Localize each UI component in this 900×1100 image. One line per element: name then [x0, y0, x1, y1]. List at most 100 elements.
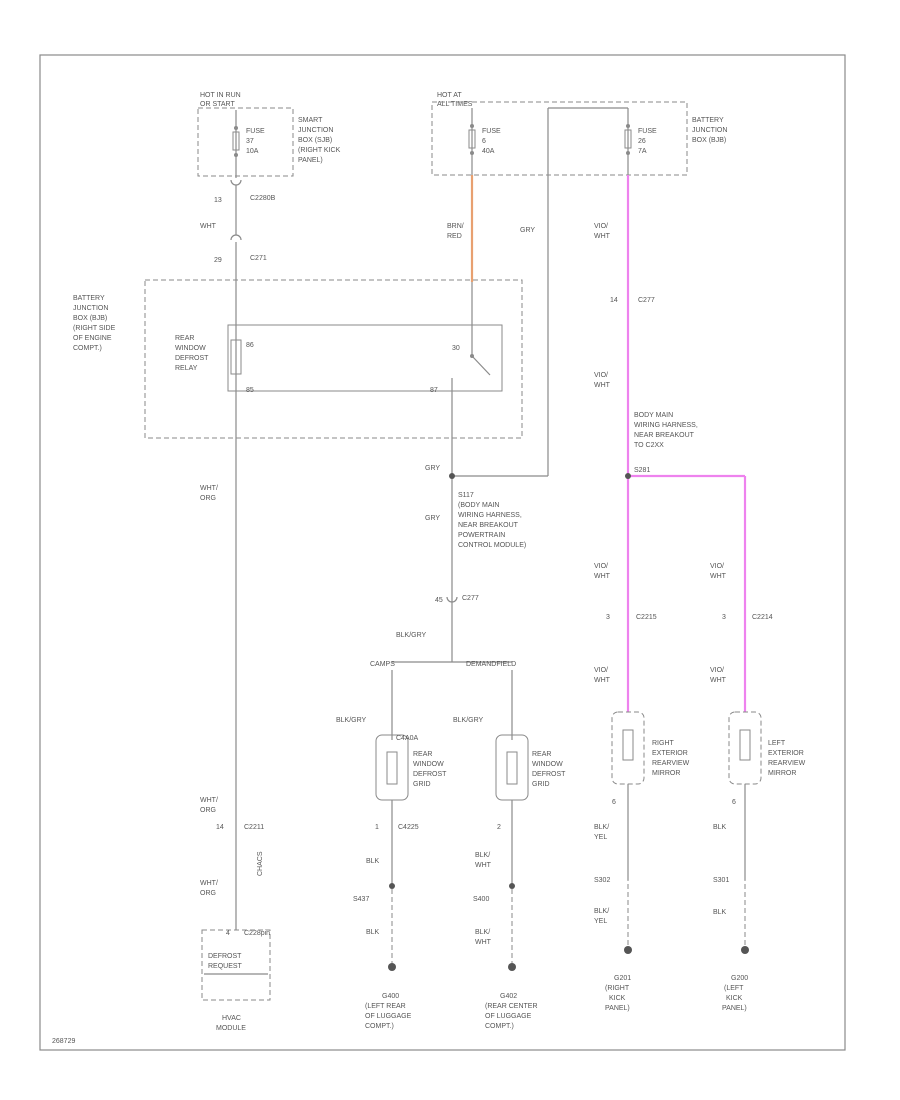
g3-splice: S302 [594, 877, 610, 884]
rmirror-name-3: REARVIEW [652, 760, 690, 767]
lmirror-name-1: LEFT [768, 740, 786, 747]
connector-c271: 29 C271 [214, 234, 267, 264]
grid2-name-4: GRID [532, 781, 550, 788]
c271-pin: 29 [214, 257, 222, 264]
lmirror-name-2: EXTERIOR [768, 750, 804, 757]
pin30: 30 [452, 345, 460, 352]
fuse26-label: FUSE [638, 128, 657, 135]
sjb-name-3: BOX (SJB) [298, 137, 332, 144]
c2214-pin: 3 [722, 614, 726, 621]
c2215-pin: 3 [606, 614, 610, 621]
sjb-name-1: SMART [298, 117, 323, 124]
g3-desc-1: (RIGHT [605, 985, 630, 992]
pin85: 85 [246, 387, 254, 394]
s117-5: POWERTRAIN [458, 532, 505, 539]
g2-desc-3: COMPT.) [485, 1023, 514, 1030]
c271-id: C271 [250, 255, 267, 262]
c4225-id: C4225 [398, 824, 419, 831]
relay-box-name-3: BOX (BJB) [73, 315, 107, 322]
grid1-conn: C4A0A [396, 735, 419, 742]
wire-blk-wht1-2: WHT [475, 862, 492, 869]
wire-blk2: BLK [366, 929, 380, 936]
ground-g402 [508, 963, 516, 971]
wire-wht-org1-1: WHT/ [200, 485, 218, 492]
bjb-name-1: BATTERY [692, 117, 724, 124]
relay-name-2: WINDOW [175, 345, 206, 352]
wire-gry-mid: GRY [425, 465, 440, 472]
g2-splice: S400 [473, 896, 489, 903]
g3-desc-3: PANEL) [605, 1005, 630, 1012]
rmirror-name-4: MIRROR [652, 770, 680, 777]
g4-desc-3: PANEL) [722, 1005, 747, 1012]
g1-desc-1: (LEFT REAR [365, 1003, 406, 1010]
wire-vio-wht6-1: VIO/ [710, 667, 724, 674]
hvac-module-1: HVAC [222, 1015, 241, 1022]
wire-wht1: WHT [200, 223, 217, 230]
relay-box-name-6: COMPT.) [73, 345, 102, 352]
s117-6: CONTROL MODULE) [458, 542, 526, 549]
wire-wht-org2-2: ORG [200, 807, 216, 814]
hvac-module: DEFROST REQUEST [201, 929, 271, 1001]
hvac-module-2: MODULE [216, 1025, 246, 1032]
pin87: 87 [430, 387, 438, 394]
sbody-2: WIRING HARNESS, [634, 422, 698, 429]
sbody-4: TO C2XX [634, 442, 664, 449]
g2-id: G402 [500, 993, 517, 1000]
right-exterior-rearview-mirror: RIGHT EXTERIOR REARVIEW MIRROR [611, 711, 690, 785]
c277-lower-pin: 45 [435, 597, 443, 604]
g2-desc-2: OF LUGGAGE [485, 1013, 532, 1020]
smart-junction-box: HOT IN RUN OR START FUSE 37 10A SMART JU… [197, 92, 341, 178]
wire-blk-wht2-1: BLK/ [475, 929, 490, 936]
connector-c2280b: 13 C2280B [214, 179, 276, 204]
wire-wht-org3-1: WHT/ [200, 880, 218, 887]
sjb-name-4: (RIGHT KICK [298, 147, 341, 154]
ground-g201 [624, 946, 632, 954]
c2280b-pin: 13 [214, 197, 222, 204]
fuse6-label: FUSE [482, 128, 501, 135]
g4-desc-2: KICK [726, 995, 743, 1002]
g3-id: G201 [614, 975, 631, 982]
wire-vio-wht1-1: VIO/ [594, 223, 608, 230]
wire-wht-org3-2: ORG [200, 890, 216, 897]
wire-vio-wht3-2: WHT [594, 573, 611, 580]
cmp-left-label: CAMPS [370, 661, 395, 668]
cmp-right-label: DEMANDFIELD [466, 661, 516, 668]
grid1-name-4: GRID [413, 781, 431, 788]
wire-vio-wht6-2: WHT [710, 677, 727, 684]
wire-vio-wht4-2: WHT [710, 573, 727, 580]
g4-desc-1: (LEFT [724, 985, 744, 992]
wire-gry-mid2: GRY [425, 515, 440, 522]
rear-window-defrost-grid-1: C4A0A REAR WINDOW DEFROST GRID [375, 734, 447, 801]
wire-vio-wht4-1: VIO/ [710, 563, 724, 570]
relay-name-1: REAR [175, 335, 194, 342]
lmirror-name-4: MIRROR [768, 770, 796, 777]
sbody-3: NEAR BREAKOUT [634, 432, 695, 439]
rmirror-name-1: RIGHT [652, 740, 675, 747]
fuse37-rating: 10A [246, 148, 259, 155]
relay-name-3: DEFROST [175, 355, 209, 362]
wire-vio-wht5-2: WHT [594, 677, 611, 684]
wire-gry-top: GRY [520, 227, 535, 234]
g4-splice: S301 [713, 877, 729, 884]
c228pin-id: C228pin [244, 930, 270, 937]
lmirror-name-3: REARVIEW [768, 760, 806, 767]
battery-junction-box-top: HOT AT ALL TIMES FUSE 6 40A FUSE 26 7A B… [431, 92, 727, 176]
c4235-pin: 2 [497, 824, 501, 831]
c2214-id: C2214 [752, 614, 773, 621]
relay-box-name-1: BATTERY [73, 295, 105, 302]
ground-g400 [388, 963, 396, 971]
diagram-border [39, 54, 846, 1051]
fuse26-number: 26 [638, 138, 646, 145]
wire-blk-gry-left: BLK/GRY [336, 717, 367, 724]
lmirror-pin: 6 [732, 799, 736, 806]
fuse37-label: FUSE [246, 128, 265, 135]
wire-blk-gry-main: BLK/GRY [396, 632, 427, 639]
relay-box-name-4: (RIGHT SIDE [73, 325, 116, 332]
wire-blk-yel1-1: BLK/ [594, 824, 609, 831]
wire-blk-yel2-2: YEL [594, 918, 607, 925]
relay-box-name-5: OF ENGINE [73, 335, 112, 342]
c2280b-id: C2280B [250, 195, 276, 202]
wire-vio-wht5-1: VIO/ [594, 667, 608, 674]
g1-desc-2: OF LUGGAGE [365, 1013, 412, 1020]
hvac-name-2: REQUEST [208, 963, 243, 970]
